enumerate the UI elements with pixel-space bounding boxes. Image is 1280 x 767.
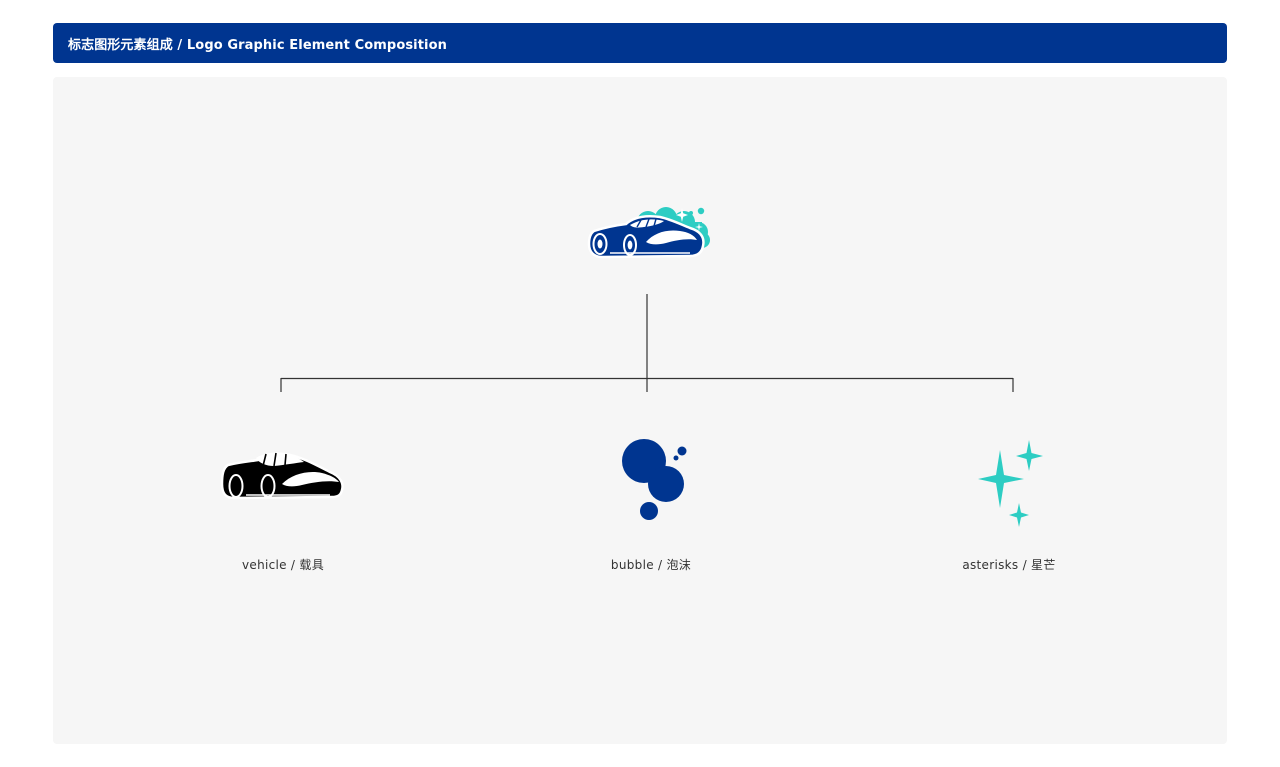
caption-bubble: bubble / 泡沫 bbox=[610, 558, 692, 572]
sparkle-icon bbox=[978, 440, 1043, 527]
header-title: 标志图形元素组成 / Logo Graphic Element Composit… bbox=[68, 37, 447, 53]
caption-vehicle: vehicle / 载具 bbox=[241, 558, 324, 572]
bubble-icon bbox=[622, 439, 687, 520]
car-silhouette-icon bbox=[220, 452, 344, 500]
composition-panel bbox=[53, 77, 1227, 744]
caption-asterisks: asterisks / 星芒 bbox=[962, 558, 1056, 572]
tree-connectors bbox=[280, 294, 1014, 392]
page-header: 标志图形元素组成 / Logo Graphic Element Composit… bbox=[53, 23, 1227, 63]
car-wash-logo-icon bbox=[587, 207, 710, 259]
